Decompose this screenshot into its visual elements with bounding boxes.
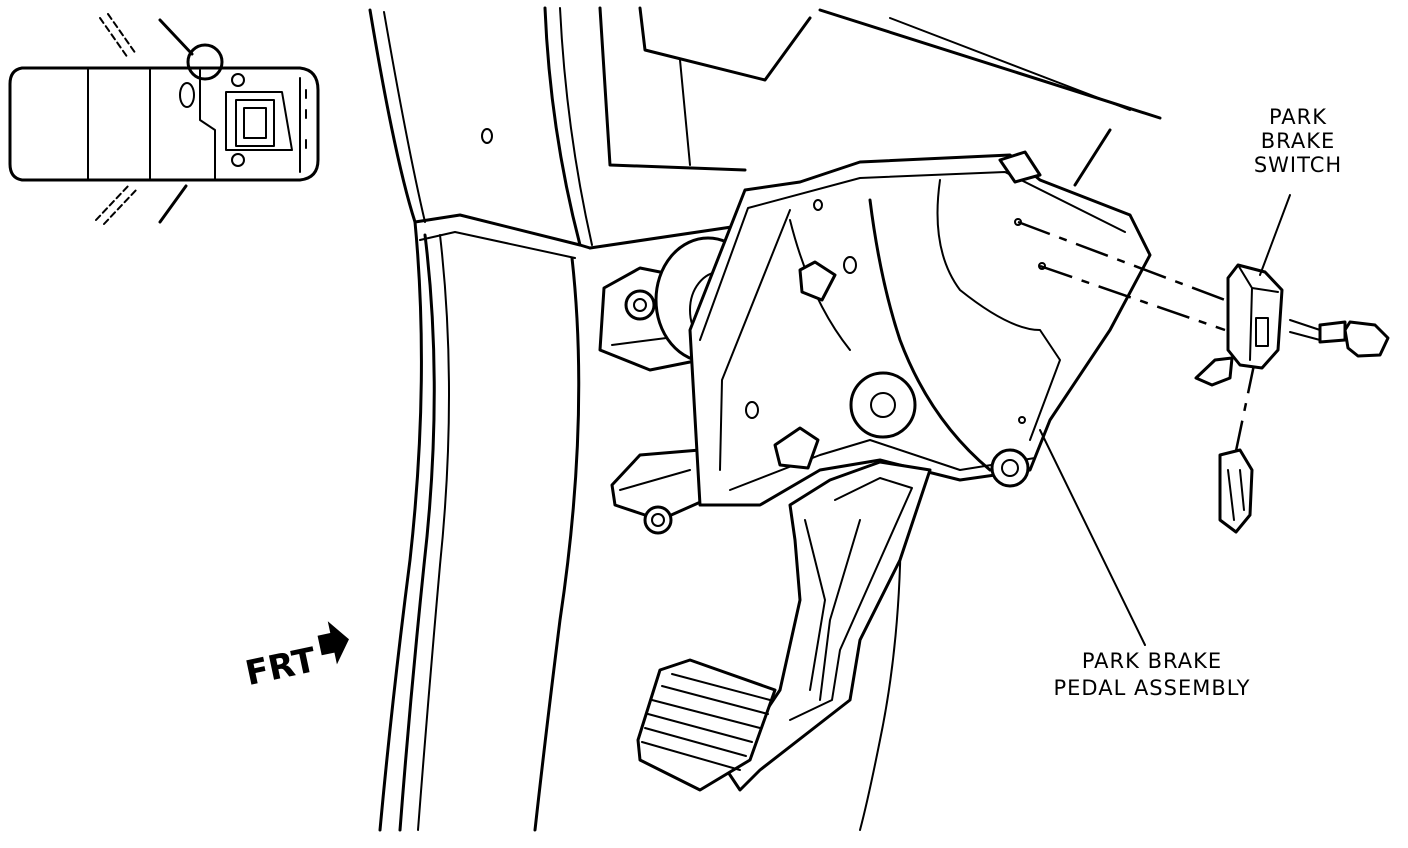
- switch-label-line3: SWITCH: [1254, 153, 1342, 177]
- front-label: FRT: [242, 640, 321, 694]
- vehicle-locator-icon: [8, 13, 320, 225]
- body-structure: [368, 6, 1162, 832]
- switch-label-line2: BRAKE: [1261, 129, 1336, 153]
- pedal-bracket: [688, 150, 1152, 507]
- pedal-arm: [636, 460, 932, 792]
- pedal-label-line2: PEDAL ASSEMBLY: [1053, 676, 1250, 700]
- switch-leader-line: [1259, 194, 1291, 276]
- front-arrow-icon: [317, 621, 349, 665]
- front-indicator: FRT: [242, 621, 349, 694]
- park-brake-switch: [1017, 220, 1390, 534]
- pedal-label-line1: PARK BRAKE: [1082, 649, 1222, 673]
- switch-label-line1: PARK: [1269, 105, 1327, 129]
- pedal-leader-line: [1039, 429, 1146, 646]
